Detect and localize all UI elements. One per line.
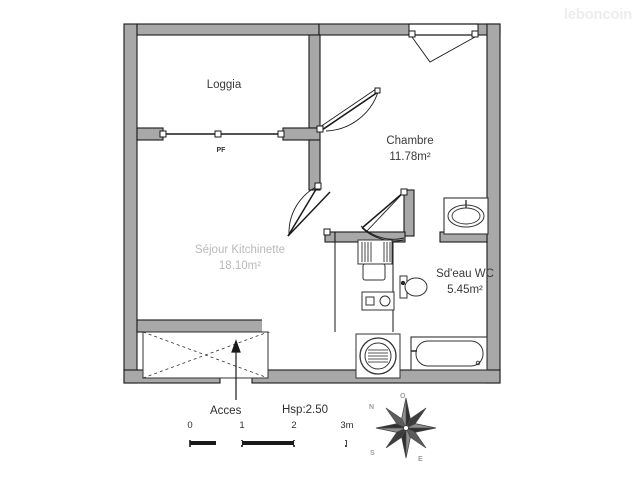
room-label-sdeau-wc: Sd'eau WC 5.45m² [400,267,530,298]
room-area-sdeau: 5.45m² [447,283,483,296]
compass-label-east: E [418,456,423,463]
interior-linework [142,23,489,379]
scale-tick-3: 3m [340,420,354,431]
compass-label-north: N [369,404,375,411]
acces-annotation: Acces [210,405,242,417]
compass-rose-icon [375,397,437,459]
room-label-chambre: Chambre 11.78m² [345,134,475,165]
room-area-chambre: 11.78m² [389,150,431,163]
room-label-loggia: Loggia [149,78,299,94]
room-label-sejour-kitchinette: Séjour Kitchinette 18.10m² [140,243,340,274]
wall-right [486,23,501,384]
room-name-sdeau: Sd'eau WC [436,268,494,280]
compass-labels: O N E S [368,393,444,474]
wall-left [123,23,138,384]
wall-kitchen-band-top [136,319,270,333]
compass-label-south: S [370,450,375,457]
wall-loggia-stub-right [282,127,321,141]
room-name-chambre: Chambre [386,135,434,147]
wall-loggia-chambre-upper [308,34,321,129]
wall-loggia-stub-left [136,127,164,141]
scale-bar [189,440,347,447]
wall-open-gap [262,242,270,332]
wall-chambre-sdeau [403,189,415,237]
scale-tick-1: 1 [239,420,245,431]
leboncoin-watermark: leboncoin [563,6,632,23]
wall-sejour-chambre [308,139,321,191]
room-area-sejour: 18.10m² [218,259,262,272]
wall-top-left [136,23,320,36]
scale-tick-0: 0 [187,420,193,431]
scale-bar-labels: 0 1 2 3m [186,420,356,446]
room-name-loggia: Loggia [206,79,242,91]
acces-arrow [231,339,241,400]
ceiling-height-annotation: Hsp:2.50 [282,404,329,416]
room-name-sejour: Séjour Kitchinette [194,244,286,256]
wall-top-mid [318,23,410,36]
compass-label-west: O [400,393,406,400]
scale-tick-2: 2 [291,420,297,431]
pf-annotation: PF [216,147,226,154]
